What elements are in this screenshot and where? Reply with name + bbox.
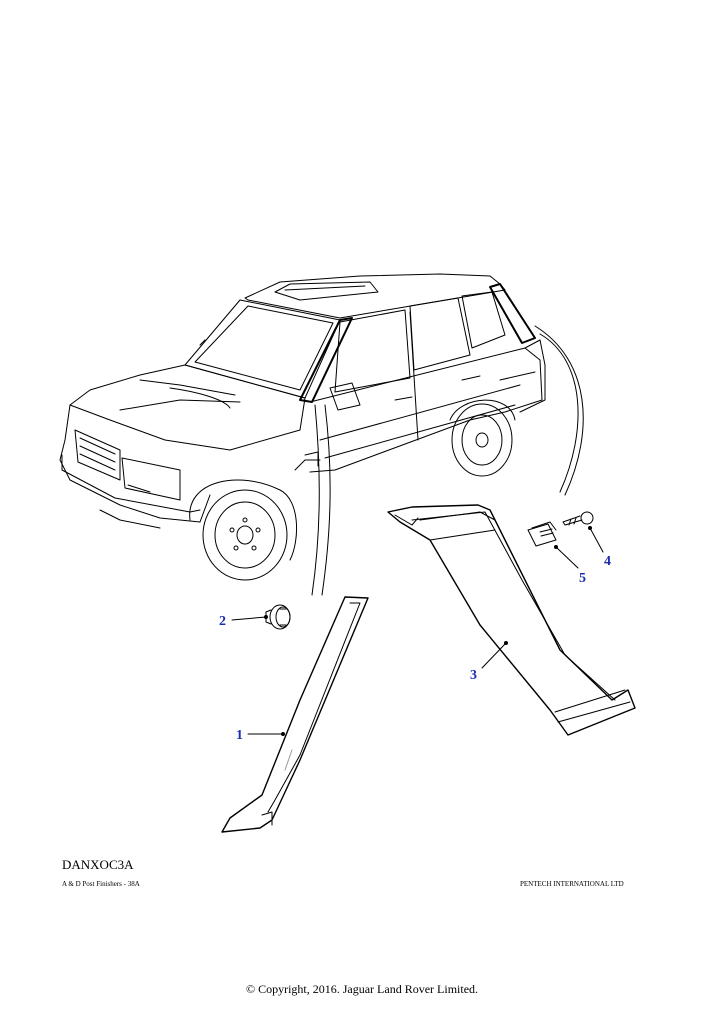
- callout-3: 3: [470, 668, 477, 683]
- drawing-title: A & D Post Finishers - 38A: [62, 880, 140, 888]
- d-pillar-leader: [534, 325, 584, 496]
- a-post-finisher-part: [221, 596, 369, 833]
- d-post-finisher-part: [387, 504, 636, 736]
- screw-part: [562, 511, 594, 526]
- vehicle-illustration: [59, 273, 546, 581]
- callout-leader-5: [555, 546, 579, 569]
- callout-leader-3: [481, 642, 507, 669]
- callout-4: 4: [604, 554, 611, 569]
- callout-leader-2: [231, 616, 267, 621]
- drawing-code: DANXOC3A: [62, 857, 134, 872]
- copyright-notice: © Copyright, 2016. Jaguar Land Rover Lim…: [245, 982, 479, 996]
- publisher-label: PENTECH INTERNATIONAL LTD: [520, 880, 624, 888]
- a-pillar-leader: [311, 404, 320, 596]
- clip-part: [265, 604, 291, 630]
- callout-2: 2: [219, 614, 226, 629]
- retaining-clip-part: [527, 521, 557, 547]
- callout-1: 1: [236, 728, 243, 743]
- callout-leader-4: [589, 527, 604, 553]
- callout-5: 5: [579, 571, 586, 586]
